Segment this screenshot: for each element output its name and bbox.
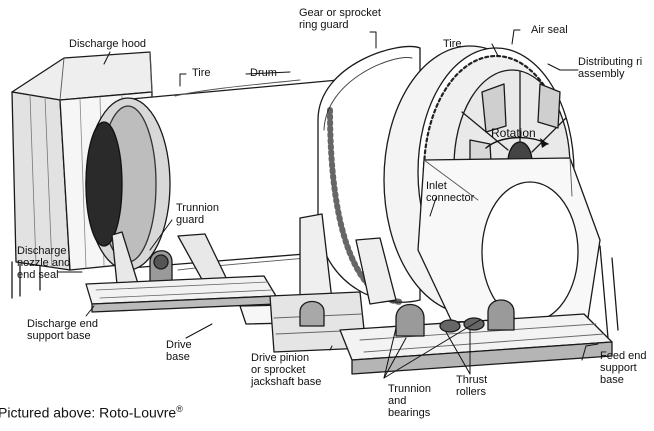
label-discharge-hood: Discharge hood: [69, 38, 147, 50]
feed-base-drawing: [339, 245, 619, 375]
label-distributing-assembly: Distributing ri assembly: [578, 56, 643, 80]
label-tire-right: Tire: [443, 38, 462, 50]
caption-text: Pictured above: Roto-Louvre: [0, 404, 177, 421]
discharge-base-drawing: [85, 275, 277, 313]
registered-mark: ®: [176, 404, 183, 414]
label-drive-base: Drive base: [166, 339, 192, 363]
label-discharge-end-support-base: Discharge end support base: [27, 318, 98, 342]
label-feed-end-support-base: Feed end support base: [600, 350, 647, 386]
label-discharge-nozzle: Discharge nozzle and end seal: [17, 245, 71, 281]
label-gear-guard: Gear or sprocket ring guard: [299, 7, 381, 31]
label-tire-left: Tire: [192, 67, 211, 79]
rotation-arrowhead: [540, 138, 548, 148]
drum-drawing: [85, 77, 381, 271]
inlet-connector-drawing: [417, 157, 601, 323]
drive-base-drawing: [239, 291, 367, 353]
label-inlet-connector: Inlet connector: [426, 180, 475, 204]
leader-lines: [57, 29, 599, 379]
caption: Pictured above: Roto-Louvre®: [0, 404, 183, 421]
label-rotation: Rotation: [491, 126, 536, 140]
label-drum: Drum: [250, 67, 277, 79]
label-drive-pinion: Drive pinion or sprocket jackshaft base: [251, 352, 322, 388]
label-trunnion-guard: Trunnion guard: [176, 202, 220, 226]
label-thrust-rollers: Thrust rollers: [456, 374, 488, 398]
label-trunnion-bearings: Trunnion and bearings: [388, 383, 432, 419]
label-air-seal: Air seal: [531, 24, 568, 36]
